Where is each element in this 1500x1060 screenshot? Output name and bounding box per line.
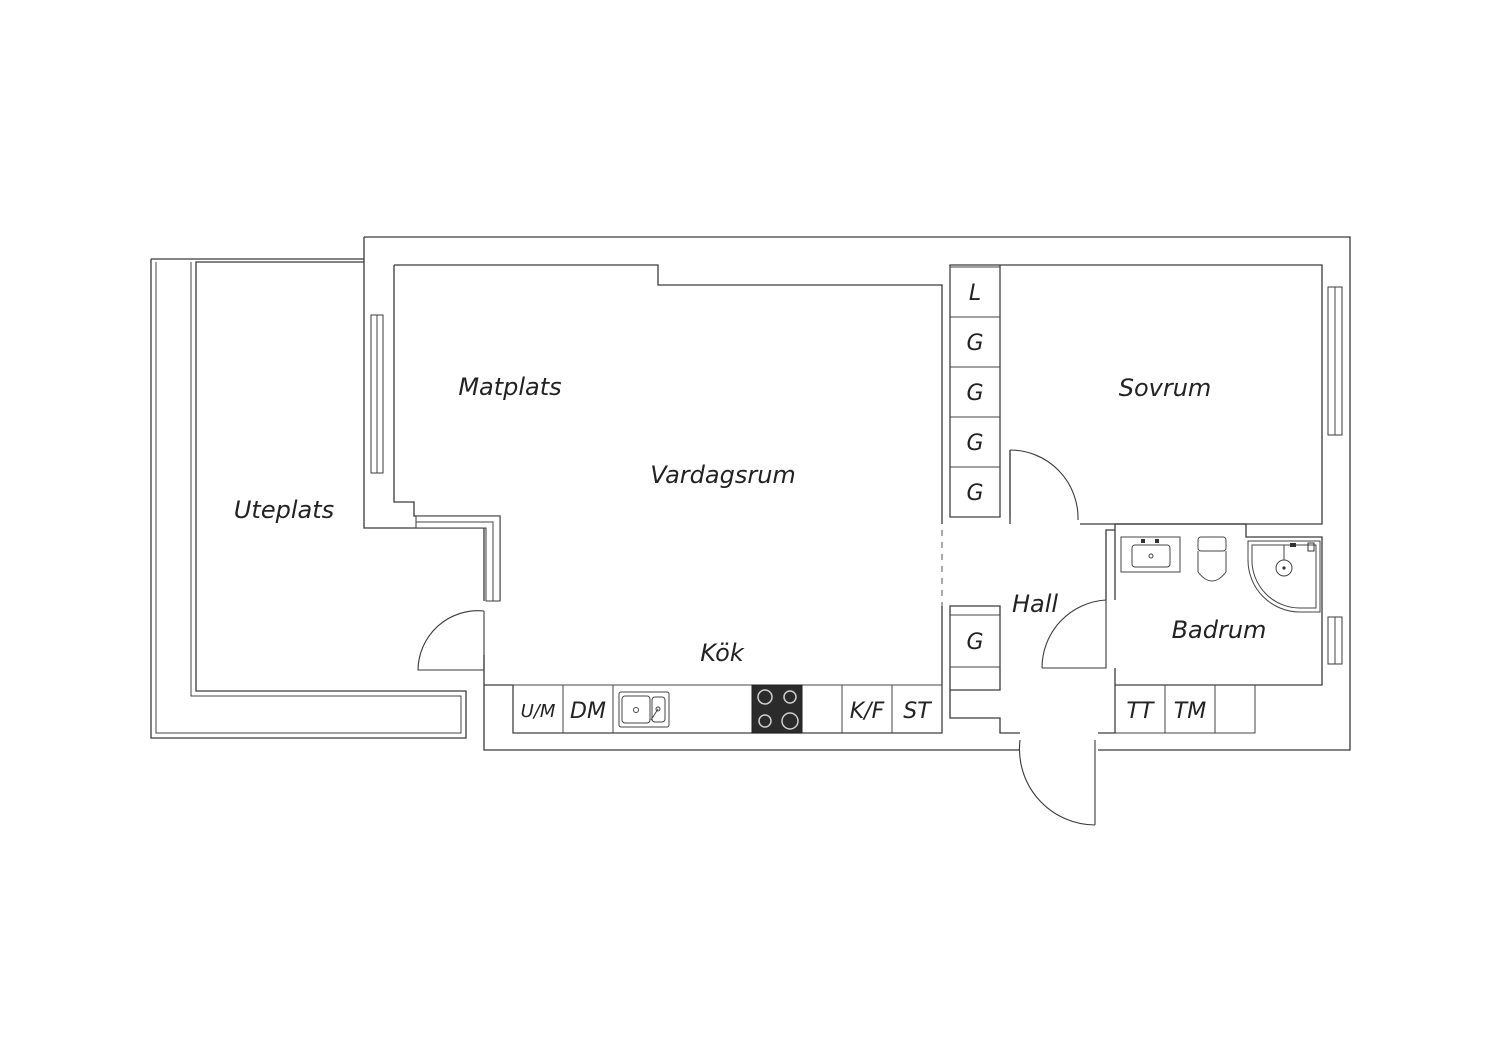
bathroom-dryer: TT — [1127, 699, 1155, 724]
window-bathroom — [1327, 616, 1343, 665]
window-bedroom — [1327, 286, 1343, 436]
terrace-outline — [150, 258, 467, 739]
laundry-counter — [1114, 684, 1256, 734]
room-label-kok: Kök — [700, 639, 745, 667]
door-terrace — [417, 610, 485, 671]
closet-linen: L — [969, 281, 981, 306]
kitchen-counter — [512, 684, 943, 734]
closet-wardrobe: G — [966, 381, 983, 406]
kitchen-dishwasher: DM — [570, 699, 606, 724]
door-entrance — [1018, 739, 1096, 826]
window-bay — [415, 515, 501, 602]
door-bedroom — [1009, 449, 1079, 521]
kitchen-fridge-freezer: K/F — [850, 699, 885, 724]
room-label-vardagsrum: Vardagsrum — [650, 461, 796, 489]
sink-icon — [618, 691, 670, 728]
shower-icon — [1247, 540, 1321, 613]
window-west — [370, 314, 384, 474]
bathroom-washer: TM — [1174, 699, 1206, 724]
toilet-icon — [1197, 536, 1227, 582]
closet-hall: G — [966, 630, 983, 655]
room-label-uteplats: Uteplats — [234, 496, 334, 524]
room-label-badrum: Badrum — [1172, 616, 1267, 644]
washbasin-icon — [1120, 536, 1181, 573]
closet-wardrobe: G — [966, 331, 983, 356]
room-label-hall: Hall — [1012, 590, 1058, 618]
kitchen-microwave: U/M — [521, 701, 556, 722]
kitchen-cabinet: ST — [903, 699, 932, 724]
door-bathroom — [1041, 599, 1107, 669]
stove-icon — [751, 684, 803, 734]
wardrobe-column — [949, 266, 1001, 668]
closet-wardrobe: G — [966, 481, 983, 506]
room-label-sovrum: Sovrum — [1119, 374, 1212, 402]
room-label-matplats: Matplats — [458, 373, 561, 401]
closet-wardrobe: G — [966, 431, 983, 456]
outer-walls — [363, 236, 1351, 751]
